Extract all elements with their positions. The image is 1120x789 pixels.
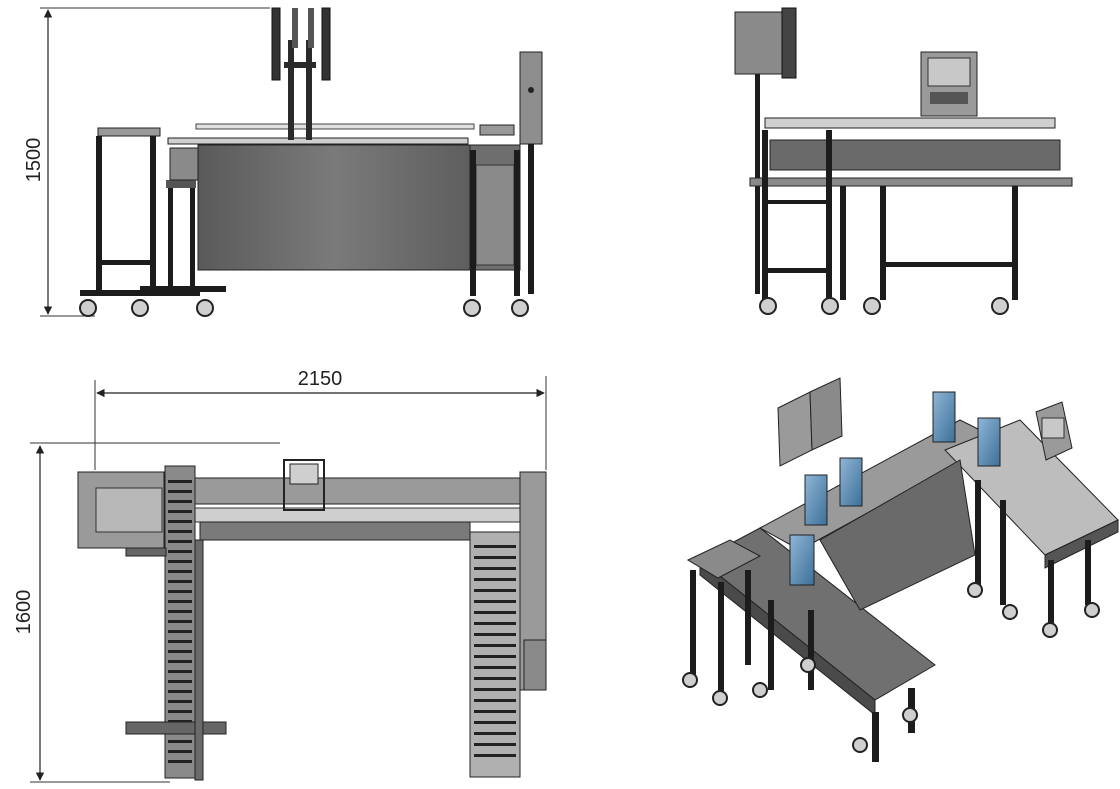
width-dimension: 2150 [94,368,547,470]
top-view: 2150 1600 [13,368,547,783]
height-dimension: 1500 [23,7,270,317]
depth-label: 1600 [13,590,35,635]
width-label: 2150 [298,368,343,390]
side-view [734,7,1073,315]
isometric-view [682,377,1119,762]
depth-dimension: 1600 [13,442,280,783]
height-label: 1500 [23,138,45,183]
front-view: 1500 [23,7,543,317]
